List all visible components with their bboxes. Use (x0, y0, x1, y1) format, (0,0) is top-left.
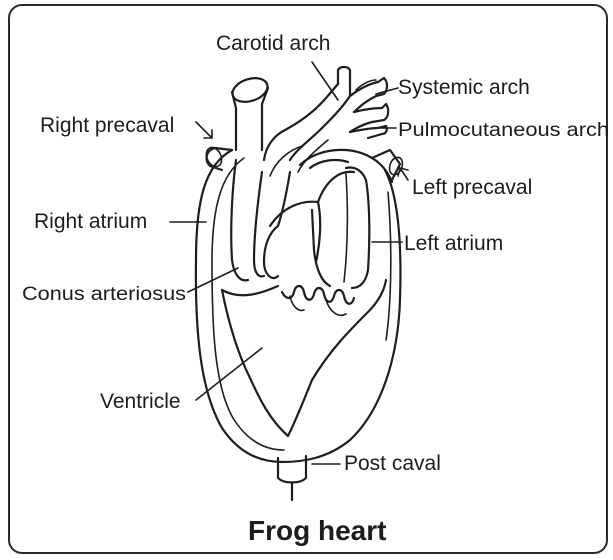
ventricle-inner (222, 280, 386, 436)
label-ventricle: Ventricle (100, 390, 181, 413)
label-systemic-arch: Systemic arch (398, 76, 530, 99)
truncus-arteriosus (203, 67, 388, 176)
label-pulmocutaneous-arch: Pulmocutaneous arch (398, 120, 609, 141)
label-conus-arteriosus: Conus arteriosus (22, 284, 186, 305)
right-atrium-and-conus (231, 160, 354, 280)
label-left-atrium: Left atrium (404, 232, 503, 255)
label-carotid-arch: Carotid arch (216, 32, 330, 55)
label-post-caval: Post caval (344, 452, 441, 475)
diagram-title: Frog heart (248, 515, 386, 546)
label-left-precaval: Left precaval (412, 176, 532, 199)
label-right-atrium: Right atrium (34, 210, 147, 233)
label-right-precaval: Right precaval (40, 114, 174, 137)
